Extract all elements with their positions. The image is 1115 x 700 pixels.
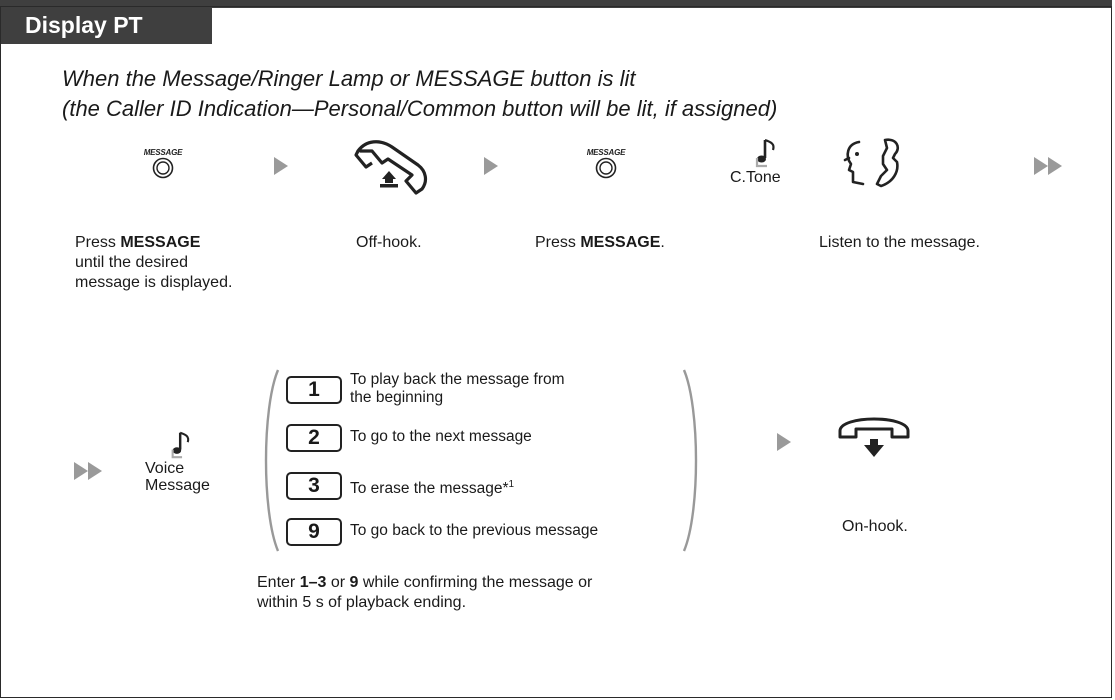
entry-note: Enter 1–3 or 9 while confirming the mess… — [257, 574, 593, 611]
condition-line-2: (the Caller ID Indication—Personal/Commo… — [62, 96, 778, 121]
condition-line-1: When the Message/Ringer Lamp or MESSAGE … — [62, 66, 636, 91]
condition-text: When the Message/Ringer Lamp or MESSAGE … — [62, 64, 1062, 124]
right-bracket — [682, 369, 698, 552]
music-note-icon — [755, 138, 775, 168]
double-triangle-continue-arrow — [1034, 157, 1062, 175]
c-tone-indicator: C.Tone — [730, 136, 785, 186]
step-arrow-2 — [484, 157, 498, 175]
step1-bold: MESSAGE — [120, 234, 201, 251]
step-arrow-1 — [274, 157, 288, 175]
double-triangle-continue-arrow-2 — [74, 462, 102, 480]
key-9: 9 — [286, 518, 342, 546]
off-hook-handset-icon — [352, 137, 432, 200]
key-2: 2 — [286, 424, 342, 452]
message-button-label-2: MESSAGE — [586, 148, 626, 157]
message-button-label: MESSAGE — [143, 148, 183, 157]
c-tone-label: C.Tone — [730, 169, 781, 186]
step5-caption: On-hook. — [842, 518, 908, 535]
header-bar — [0, 0, 1112, 8]
option-3-text: To erase the message*1 — [350, 479, 515, 498]
step3-caption: Press MESSAGE. — [535, 234, 665, 251]
message-button-2: MESSAGE — [586, 148, 626, 179]
option-2-text: To go to the next message — [350, 428, 532, 445]
voice-message-label: Voice Message — [145, 460, 210, 494]
message-button-icon — [152, 157, 174, 179]
left-bracket — [264, 369, 280, 552]
option-1-text: To play back the message from the beginn… — [350, 371, 565, 406]
key-1: 1 — [286, 376, 342, 404]
option-9-text: To go back to the previous message — [350, 522, 599, 539]
step4-caption: Listen to the message. — [819, 234, 980, 251]
listening-person-icon — [841, 136, 913, 197]
step1-caption: Press MESSAGE until the desired message … — [75, 234, 233, 291]
message-button-1: MESSAGE — [143, 148, 183, 179]
section-tab: Display PT — [0, 6, 212, 44]
content-frame — [0, 6, 1112, 698]
message-button-icon — [595, 157, 617, 179]
step2-caption: Off-hook. — [356, 234, 422, 251]
key-3: 3 — [286, 472, 342, 500]
voice-message-indicator — [158, 428, 199, 460]
music-note-icon — [171, 431, 190, 459]
step-arrow-3 — [777, 433, 791, 451]
on-hook-handset-icon — [836, 409, 912, 466]
tab-label: Display PT — [25, 11, 143, 38]
